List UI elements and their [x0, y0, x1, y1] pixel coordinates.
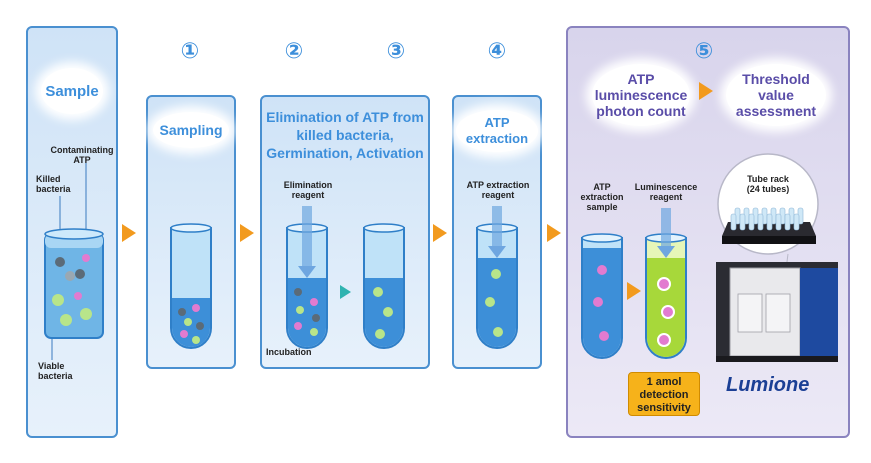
step-5-number: ⑤: [694, 38, 714, 63]
step-4-title: ATP extraction: [456, 110, 538, 152]
atp-extraction-sample-label: ATP extraction sample: [580, 182, 624, 212]
step-3-number: ③: [386, 38, 406, 63]
killed-bacteria-label: Killed bacteria: [36, 174, 71, 194]
flow-arrow-4: [547, 224, 561, 242]
step-5-inner-arrow: [699, 82, 713, 100]
elimination-reagent-label: Elimination reagent: [283, 180, 333, 200]
flow-arrow-2: [240, 224, 254, 242]
flow-arrow-teal: [340, 285, 351, 299]
step-2-title: Elimination of ATP from killed bacteria,…: [266, 109, 424, 161]
contaminating-atp-label: Contaminating ATP: [50, 145, 114, 165]
sample-title: Sample: [41, 68, 103, 114]
step-2-number: ②: [284, 38, 304, 63]
step-1-number: ①: [180, 38, 200, 63]
lumione-brand: Lumione: [726, 374, 810, 396]
step-5-sample-arrow: [627, 282, 641, 300]
atp-extraction-reagent-label: ATP extraction reagent: [466, 180, 530, 200]
incubation-label: Incubation: [266, 347, 312, 357]
step-1-title: Sampling: [153, 112, 229, 148]
flow-arrow-1: [122, 224, 136, 242]
luminescence-reagent-label: Luminescence reagent: [634, 182, 698, 202]
step-4-number: ④: [487, 38, 507, 63]
tube-rack-label: Tube rack (24 tubes): [746, 174, 790, 194]
viable-bacteria-label: Viable bacteria: [38, 361, 73, 381]
step-5-title-right: Threshold value assessment: [726, 64, 826, 126]
sensitivity-badge: 1 amol detection sensitivity: [628, 372, 700, 416]
step-5-title-left: ATP luminescence photon count: [592, 64, 690, 126]
flow-arrow-3: [433, 224, 447, 242]
